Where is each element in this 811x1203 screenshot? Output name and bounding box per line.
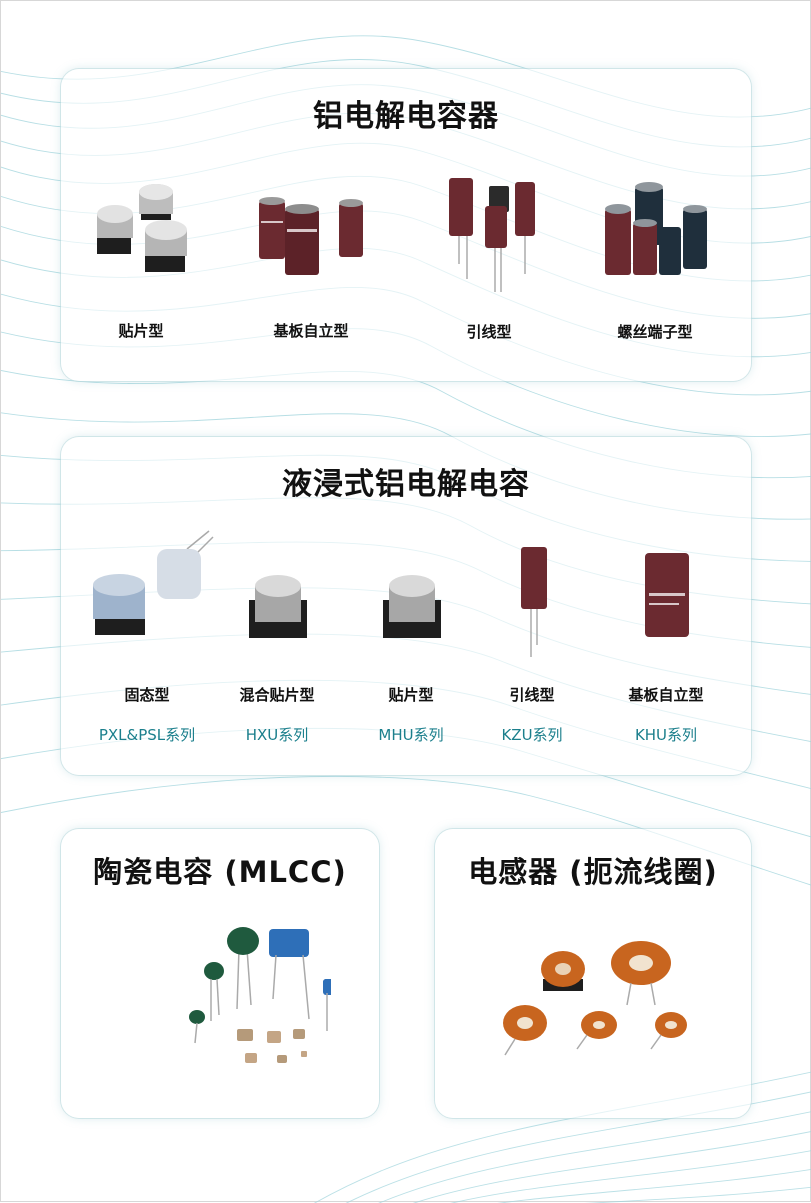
liquid-series-label: KZU系列: [501, 726, 563, 744]
aluminum-item-label: 贴片型: [118, 322, 164, 340]
inductor-image: [503, 941, 687, 1056]
aluminum-item-label: 基板自立型: [273, 322, 349, 340]
aluminum-item-label: 引线型: [466, 323, 512, 341]
smd-capacitor-image: [97, 184, 187, 272]
smd-capacitor-image: [383, 575, 441, 638]
liquid-item-label: 混合贴片型: [239, 686, 315, 704]
ceramic-card-title: 陶瓷电容 (MLCC): [93, 855, 347, 889]
aluminum-card-title: 铝电解电容器: [313, 99, 499, 134]
lead-type-capacitor-image: [449, 178, 535, 292]
aluminum-item-label: 螺丝端子型: [617, 323, 693, 341]
liquid-series-label: MHU系列: [378, 726, 444, 744]
liquid-series-label: PXL&PSL系列: [98, 726, 196, 744]
lead-type-capacitor-image: [521, 547, 547, 657]
screw-terminal-capacitor-image: [605, 182, 707, 275]
liquid-item-label: 固态型: [124, 686, 170, 704]
board-mount-capacitor-image: [259, 197, 363, 275]
ceramic-capacitor-card: 陶瓷电容 (MLCC): [61, 829, 379, 1118]
inductor-card-title: 电感器 (扼流线圈): [468, 855, 718, 889]
liquid-capacitor-card: 液浸式铝电解电容 固态型 PXL&PSL系列 混合贴片型 HXU系列 贴片型 M…: [61, 437, 751, 775]
inductor-card: 电感器 (扼流线圈): [435, 829, 751, 1118]
liquid-card-title: 液浸式铝电解电容: [282, 467, 530, 502]
liquid-series-label: KHU系列: [634, 726, 698, 744]
liquid-item-label: 基板自立型: [628, 686, 704, 704]
mlcc-image: [189, 927, 331, 1063]
liquid-series-label: HXU系列: [245, 726, 309, 744]
hybrid-smd-capacitor-image: [249, 575, 307, 638]
aluminum-capacitor-card: 铝电解电容器 贴片型 基板自立型 引线型: [61, 69, 751, 381]
board-mount-capacitor-image: [645, 553, 689, 637]
liquid-item-label: 贴片型: [388, 686, 434, 704]
solid-capacitor-image: [93, 530, 214, 635]
liquid-item-label: 引线型: [509, 686, 555, 704]
